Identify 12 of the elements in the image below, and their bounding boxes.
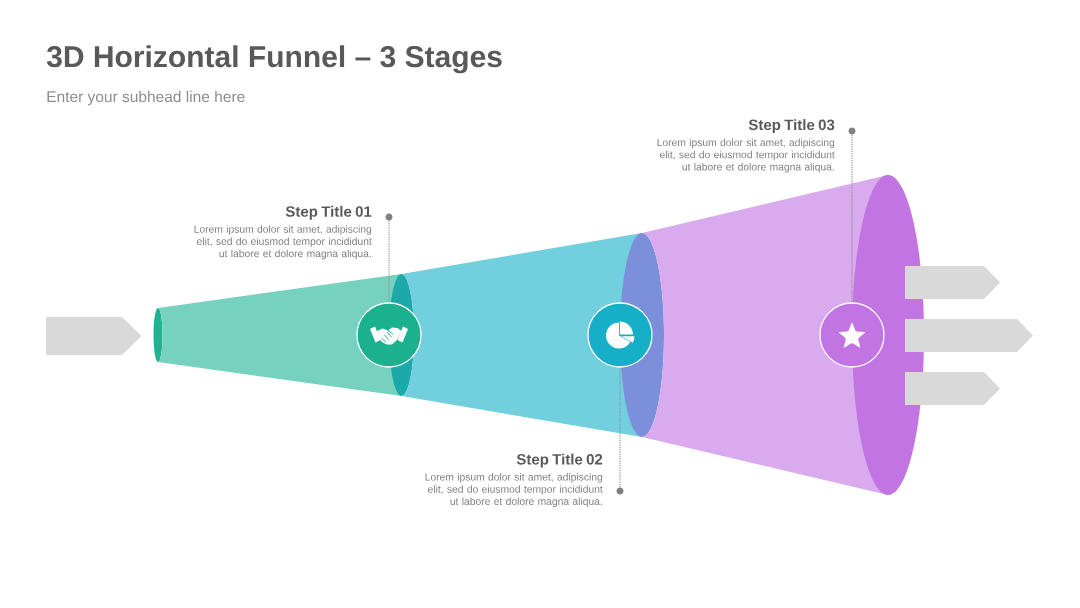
step-title: Step Title 02 <box>516 453 603 468</box>
leader-line <box>388 220 390 303</box>
subtitle: Enter your subhead line here <box>47 90 245 106</box>
step-description: Lorem ipsum dolor sit amet, adipiscing elit, sed do eiusmod tempor incididunt ut labore et dolore magna aliqua. <box>425 473 603 508</box>
icon-circle <box>819 302 885 368</box>
step-description: Lorem ipsum dolor sit amet, adipiscing elit, sed do eiusmod tempor incididunt ut labore et dolore magna aliqua. <box>194 225 372 260</box>
step-description: Lorem ipsum dolor sit amet, adipiscing elit, sed do eiusmod tempor incididunt ut labore et dolore magna aliqua. <box>657 138 835 173</box>
leader-line <box>619 367 621 488</box>
leader-line <box>851 134 853 303</box>
step-title: Step Title 03 <box>748 119 835 134</box>
step-title: Step Title 01 <box>285 205 372 220</box>
slide-title: 3D Horizontal Funnel – 3 Stages <box>46 45 502 74</box>
